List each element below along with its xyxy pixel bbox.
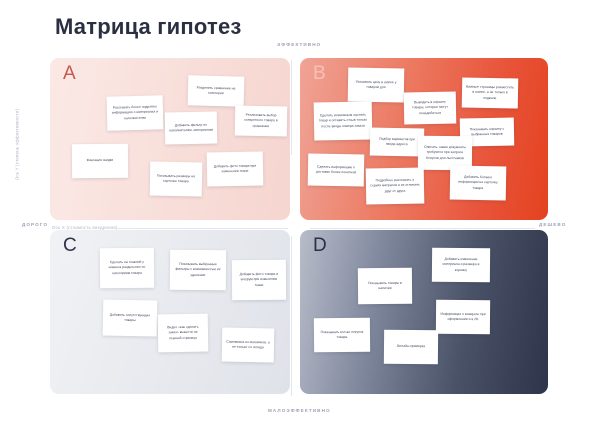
hypothesis-card[interactable]: Онлайн-примерка (383, 329, 439, 365)
quadrant-c[interactable]: C Сделать на главной у новинок разделени… (50, 230, 290, 394)
hypothesis-card[interactable]: Показывать выбранные фильтры с возможнос… (169, 249, 227, 291)
x-axis-line-right (310, 228, 535, 229)
hypothesis-card[interactable]: Видео «как сделать заказ» вывести на гла… (157, 313, 209, 353)
hypothesis-card[interactable]: Выводить в корзине товары, которые могут… (403, 91, 457, 125)
x-axis-name: Ось X (стоимость внедрения) (52, 225, 118, 230)
hypothesis-card[interactable]: Рассказать более подробно информацию о м… (106, 95, 164, 131)
hypothesis-card[interactable]: Реализовать выбор конкретного товара в с… (234, 105, 288, 137)
quadrant-a[interactable]: A Рассказать более подробно информацию о… (50, 58, 290, 220)
axis-label-cheap: ДЕШЕВО (539, 222, 567, 227)
quadrant-a-letter: A (63, 63, 76, 84)
hypothesis-card[interactable]: Добавить фото товара при изменении ткани (206, 151, 264, 187)
axis-label-expensive: ДОРОГО (22, 222, 49, 227)
hypothesis-card[interactable]: Подробнее рассказать о сериях матрасов и… (365, 167, 425, 205)
quadrant-c-letter: C (63, 235, 77, 256)
hypothesis-card[interactable]: Указывать цену в шапке у товаров для (347, 67, 405, 103)
hypothesis-card[interactable]: Информация о возврате при оформлении и в… (435, 299, 491, 335)
axis-label-ineffective: МАЛОЭФФЕКТИВНО (268, 408, 331, 413)
hypothesis-card[interactable]: Показывать кол-во покупок товара (313, 317, 371, 353)
quadrant-d-letter: D (313, 235, 327, 256)
quadrant-d[interactable]: D Добавить изменение материала и размера… (300, 230, 548, 394)
hypothesis-card[interactable]: Разделить сравнение на категории (187, 75, 245, 107)
hypothesis-card[interactable]: Сделать возможным оценить товар и остави… (313, 101, 373, 141)
hypothesis-card[interactable]: Сделать на главной у новинок разделение … (99, 247, 155, 289)
hypothesis-card[interactable]: Подбор вариантов при вводе адреса (369, 127, 425, 157)
hypothesis-card[interactable]: Показывать товары в наличии (357, 267, 413, 305)
hypothesis-card[interactable]: Добавить фильтр по наполнителям, материа… (164, 111, 218, 145)
y-axis-line-bottom (291, 236, 292, 396)
page-title: Матрица гипотез (55, 14, 242, 39)
hypothesis-card[interactable]: Фиксация скидки (71, 143, 129, 179)
hypothesis-card[interactable]: Сделать информацию о доставке более поня… (307, 153, 365, 187)
hypothesis-card[interactable]: Важные страницы разместить в шапке, а не… (461, 77, 519, 109)
y-axis-name: Ось Y (степень эффективности) (14, 108, 20, 181)
hypothesis-card[interactable]: Добавить фото товара и шоурум при измене… (231, 259, 287, 301)
hypothesis-card[interactable]: Самовывоз из магазинов, а не только со с… (221, 327, 275, 363)
hypothesis-card[interactable]: Показывать размеры на карточке товара (149, 161, 203, 197)
axis-label-effective: ЭФФЕКТИВНО (277, 42, 322, 47)
hypothesis-card[interactable]: Добавить сопутствующие товары (102, 299, 158, 337)
y-axis-line-top (291, 60, 292, 155)
hypothesis-card[interactable]: Добавить изменение материала и размера в… (431, 247, 491, 283)
hypothesis-card[interactable]: Добавить больше информации на карточку т… (449, 165, 507, 201)
quadrant-b-letter: B (313, 63, 326, 84)
x-axis-line-left (108, 228, 288, 229)
